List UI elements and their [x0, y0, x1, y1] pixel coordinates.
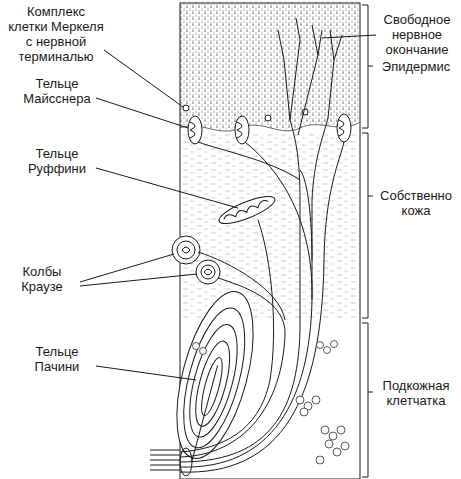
- meissner-corpuscle: [337, 114, 351, 142]
- krause-core: [204, 269, 212, 275]
- layer-brackets: [362, 5, 373, 477]
- fat-cell: [329, 432, 337, 440]
- fat-cell: [193, 343, 200, 350]
- meissner-coil: [237, 122, 242, 138]
- fat-cell: [341, 442, 349, 450]
- fat-cell: [325, 440, 333, 448]
- leader-line: [80, 274, 197, 286]
- nerve-fiber: [180, 200, 300, 462]
- meissner-corpuscle: [188, 116, 202, 144]
- nerve-bundle-ring: [180, 448, 192, 476]
- krause-bulb: [201, 265, 215, 279]
- nerve-bundle: [150, 450, 180, 470]
- nerve-fiber: [312, 200, 313, 300]
- fat-cell: [200, 348, 207, 355]
- fat-cell: [316, 456, 324, 464]
- layer-label: Собственно кожа: [372, 188, 460, 218]
- fat-cell: [296, 396, 304, 404]
- bracket: [362, 133, 373, 318]
- leader-lines: [80, 35, 376, 380]
- dermis-texture: [181, 134, 359, 319]
- leader-line: [104, 50, 183, 107]
- layer-label: Эпидермис: [372, 59, 460, 74]
- callout-label: Тельце Пачини: [14, 344, 100, 374]
- callout-label: Колбы Краузе: [4, 264, 80, 294]
- leader-line: [96, 366, 196, 380]
- fat-cells: [193, 341, 350, 465]
- krause-bulb: [196, 260, 220, 284]
- krause-core: [182, 247, 190, 253]
- fat-cell: [331, 341, 338, 348]
- fat-cell: [337, 426, 345, 434]
- krause-bulb: [172, 236, 200, 264]
- fat-cell: [321, 426, 329, 434]
- fat-cell: [300, 408, 308, 416]
- free-nerve-ending: [312, 30, 342, 200]
- pacini-lamella: [162, 284, 268, 467]
- ruffini-capsule: [216, 191, 278, 228]
- callout-label: Тельце Майсснера: [14, 76, 100, 106]
- leader-line: [96, 168, 238, 208]
- bracket: [362, 5, 373, 128]
- leader-line: [96, 98, 188, 128]
- callout-label: Тельце Руффини: [14, 146, 100, 176]
- merkel-cell: [183, 105, 189, 111]
- nerve-fiber: [180, 142, 312, 467]
- nerve-fiber: [180, 142, 344, 472]
- krause-bulb: [177, 241, 195, 259]
- layer-label: Подкожная клетчатка: [372, 378, 460, 408]
- meissner-coil: [190, 122, 195, 138]
- bracket: [362, 323, 373, 477]
- fat-cell: [324, 347, 331, 354]
- fat-cell: [312, 396, 320, 404]
- callout-label: Комплекс клетки Меркеля с нервной термин…: [6, 4, 106, 64]
- basal-line: [180, 122, 360, 131]
- meissner-coil: [339, 120, 344, 136]
- ruffini-terminal: [223, 199, 269, 221]
- merkel-cell: [265, 115, 271, 121]
- fat-cell: [317, 342, 324, 349]
- illustration: [80, 1, 376, 479]
- fat-cell: [333, 448, 341, 456]
- ruffini-corpuscle: [216, 191, 278, 228]
- meissner-corpuscle: [235, 116, 249, 144]
- free-nerve-ending: [278, 18, 322, 200]
- nerve-fiber: [180, 252, 285, 457]
- callout-label: Свободное нервное окончание: [374, 12, 460, 57]
